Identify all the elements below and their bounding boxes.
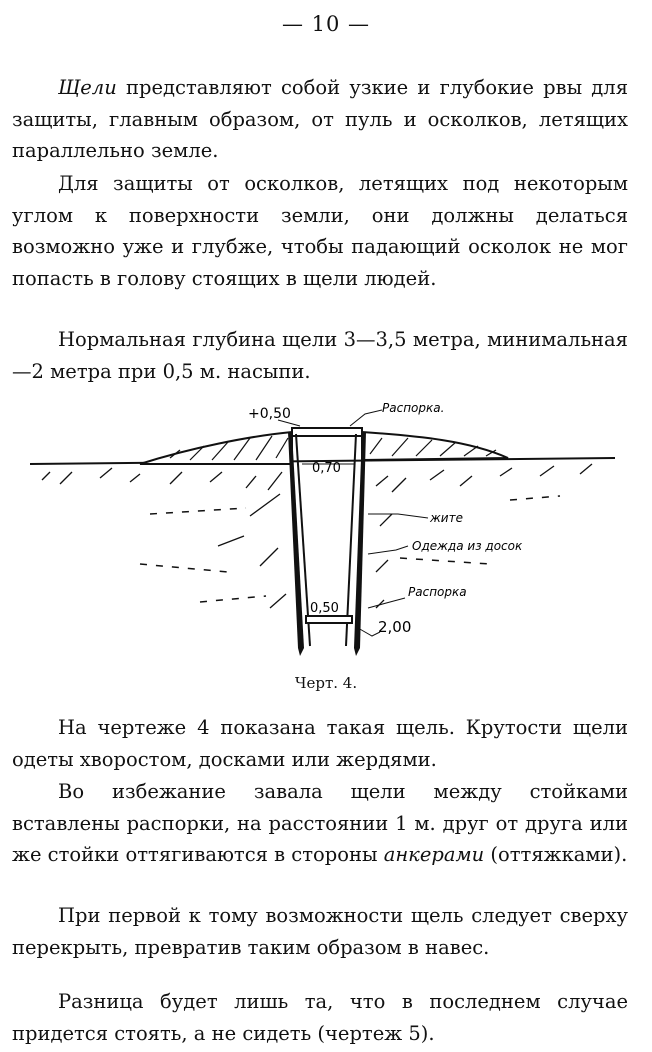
bottom-brace-label: Распорка: [408, 585, 467, 599]
paragraph-text: Для защиты от осколков, летящих под неко…: [12, 172, 628, 290]
left-wall-inner: [295, 433, 311, 647]
paragraph-text: Нормальная глубина щели 3—3,5 метра, мин…: [12, 328, 628, 383]
top-brace: [291, 427, 363, 437]
top-width-label: 0,70: [312, 461, 341, 476]
ground-line: [29, 457, 616, 465]
page-number: — 10 —: [281, 12, 371, 36]
left-mound: [139, 430, 293, 465]
bottom-brace: [305, 615, 353, 624]
paragraph-3: Нормальная глубина щели 3—3,5 метра, мин…: [12, 324, 628, 387]
paragraph-text: Разница будет лишь та, что в последнем с…: [12, 990, 628, 1045]
left-wall: [288, 432, 304, 656]
paragraph-1: Щели представляют собой узкие и глубокие…: [12, 72, 628, 167]
depth-label: 2,00: [378, 618, 411, 636]
right-wall: [354, 432, 366, 656]
paragraph-2: Для защиты от осколков, летящих под неко…: [12, 168, 628, 294]
top-height-label: +0,50: [248, 406, 291, 422]
paragraph-text: Во избежание завала щели между стойками …: [12, 780, 628, 866]
term-italic: Щели: [58, 76, 117, 99]
paragraph-text: (оттяжками).: [484, 843, 628, 866]
right-wall-inner: [345, 433, 357, 647]
paragraph-text: При первой к тому возможности щель следу…: [12, 904, 628, 959]
bottom-width-label: 0,50: [310, 601, 339, 616]
paragraph-6: При первой к тому возможности щель следу…: [12, 900, 628, 963]
term-italic: анкерами: [383, 843, 485, 866]
paragraph-7: Разница будет лишь та, что в последнем с…: [12, 986, 628, 1049]
paragraph-4: На чертеже 4 показана такая щель. Крутос…: [12, 712, 628, 775]
top-brace-label: Распорка.: [382, 401, 444, 415]
right-label-2: Одежда из досок: [412, 539, 523, 553]
paragraph-text: представляют собой узкие и глубокие рвы …: [12, 76, 628, 162]
figure-caption: Черт. 4.: [294, 674, 358, 692]
trench-diagram: 0,70 0,50 +0,50 Распорка. жите Одежда: [29, 401, 616, 656]
right-label-1: жите: [429, 511, 463, 525]
paragraph-5: Во избежание завала щели между стойками …: [12, 776, 628, 871]
right-mound: [361, 430, 509, 462]
paragraph-text: На чертеже 4 показана такая щель. Крутос…: [12, 716, 628, 771]
